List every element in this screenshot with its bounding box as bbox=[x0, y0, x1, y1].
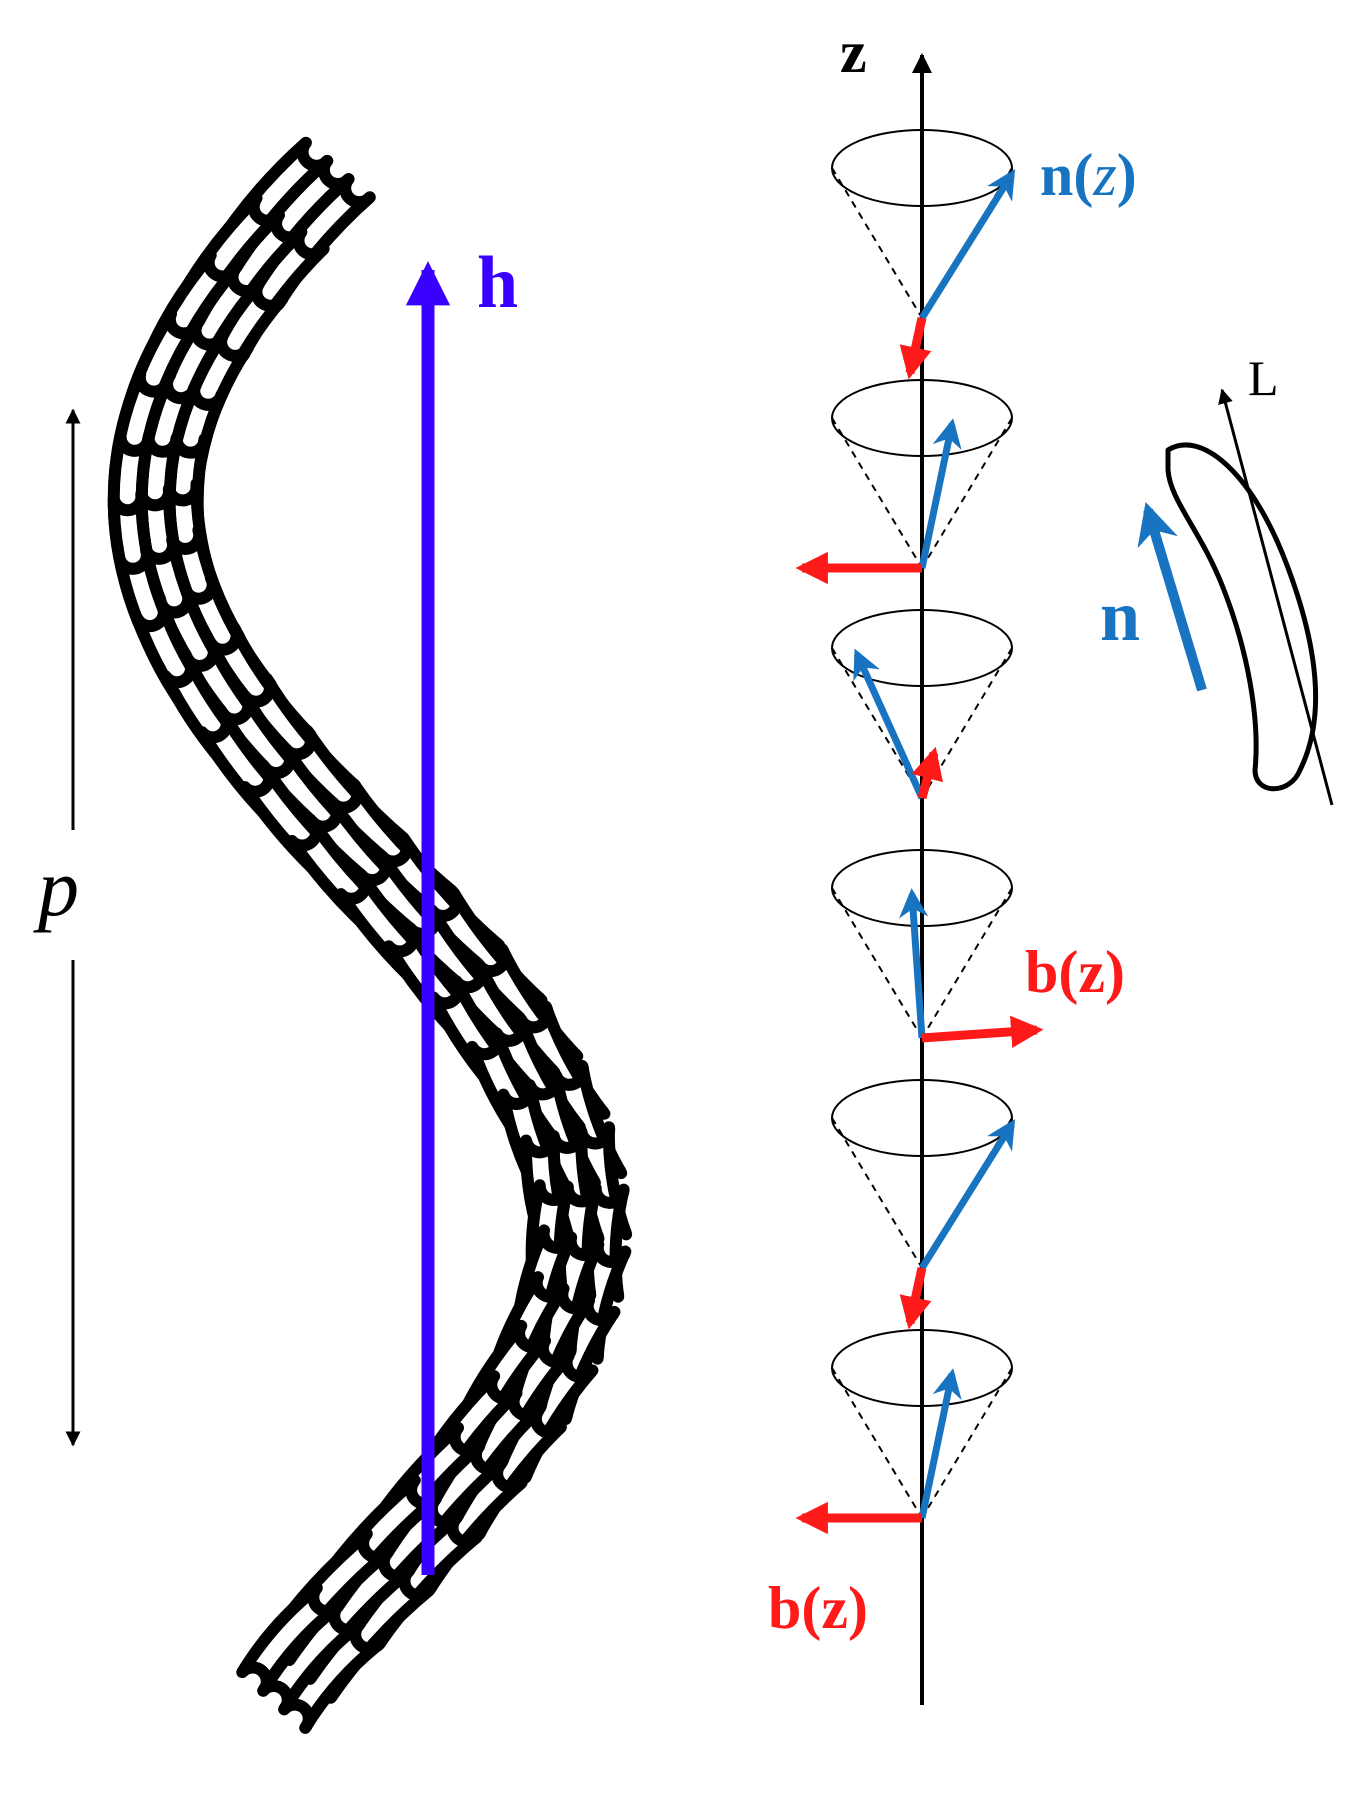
cone-side bbox=[831, 1117, 923, 1269]
cone-3 bbox=[831, 609, 1013, 800]
cone-side bbox=[921, 647, 1013, 799]
polarization-vector bbox=[921, 1015, 1044, 1048]
single-bent-molecule bbox=[1165, 442, 1319, 792]
cone-2 bbox=[795, 379, 1013, 585]
long-axis-L-arrow bbox=[1218, 388, 1334, 806]
polarization-vector bbox=[899, 317, 932, 380]
cone-side bbox=[921, 1367, 1013, 1519]
pitch-label: p bbox=[33, 842, 79, 933]
cone-5 bbox=[831, 1079, 1016, 1330]
director-vector bbox=[919, 1119, 1016, 1270]
bent-core-helix bbox=[107, 136, 633, 1734]
cone-4 bbox=[831, 849, 1044, 1048]
cone-side bbox=[921, 417, 1013, 569]
long-axis-L-label: L bbox=[1248, 350, 1279, 406]
cone-side bbox=[831, 167, 923, 319]
helix-axis-label: h bbox=[477, 242, 518, 324]
director-n-arrow bbox=[1137, 501, 1207, 692]
cone-side bbox=[921, 887, 1013, 1039]
bent-molecule bbox=[236, 1582, 344, 1697]
polarization-vector bbox=[911, 746, 943, 800]
director-vector bbox=[918, 418, 962, 569]
director-vector bbox=[898, 888, 929, 1039]
n-of-z-label: n(z) bbox=[1040, 142, 1137, 208]
cone-side bbox=[831, 417, 923, 569]
cone-side bbox=[831, 887, 923, 1039]
polarization-vector bbox=[899, 1267, 932, 1330]
cone-1 bbox=[831, 129, 1016, 380]
director-vector bbox=[918, 1368, 962, 1519]
z-axis-label: z bbox=[840, 19, 867, 85]
director-vector bbox=[853, 648, 926, 800]
cone-side bbox=[831, 1367, 923, 1519]
b-of-z-label-lower: b(z) bbox=[768, 1575, 868, 1641]
precession-cones bbox=[795, 129, 1044, 1535]
director-vector bbox=[919, 169, 1016, 320]
cone-6 bbox=[795, 1329, 1013, 1535]
b-of-z-label-upper: b(z) bbox=[1025, 939, 1125, 1005]
director-n-label: n bbox=[1100, 576, 1140, 656]
